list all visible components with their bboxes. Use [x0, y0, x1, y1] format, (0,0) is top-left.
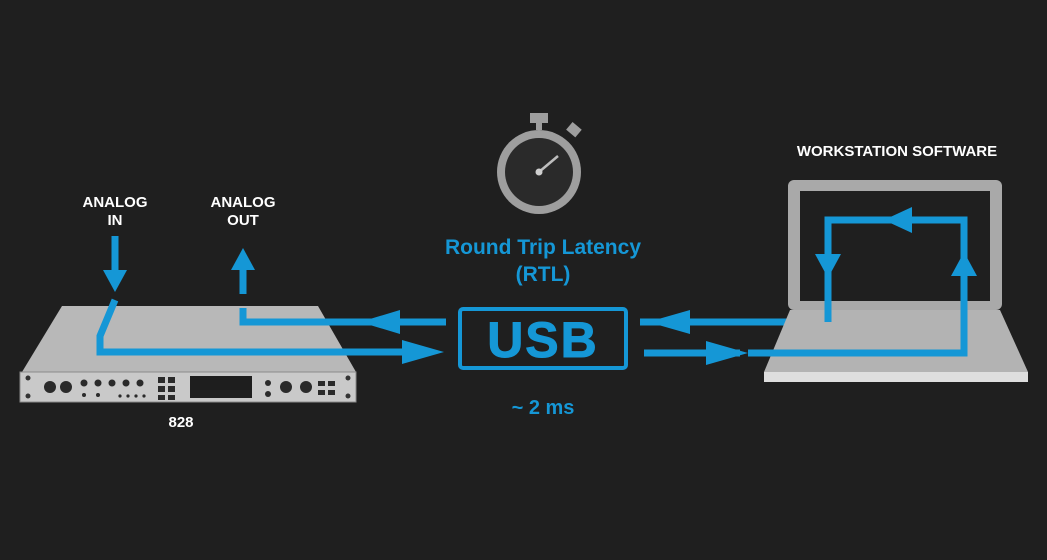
analog-out-label-line2: OUT	[227, 212, 259, 229]
analog-in-label-line1: ANALOG	[83, 194, 148, 211]
usb-label: USB	[487, 312, 599, 368]
stopwatch-icon	[497, 113, 582, 214]
workstation-software-label: WORKSTATION SOFTWARE	[797, 143, 997, 160]
latency-value-label: ~ 2 ms	[512, 397, 575, 419]
analog-out-label-line1: ANALOG	[211, 194, 276, 211]
laptop-icon	[764, 180, 1028, 382]
rtl-title-line2: (RTL)	[516, 263, 571, 286]
device-name-label: 828	[168, 414, 193, 431]
rtl-title-line1: Round Trip Latency	[445, 236, 641, 259]
laptop-arrowheads	[815, 207, 977, 278]
analog-in-label-line2: IN	[108, 212, 123, 229]
usb-badge-icon: USB	[458, 307, 628, 370]
